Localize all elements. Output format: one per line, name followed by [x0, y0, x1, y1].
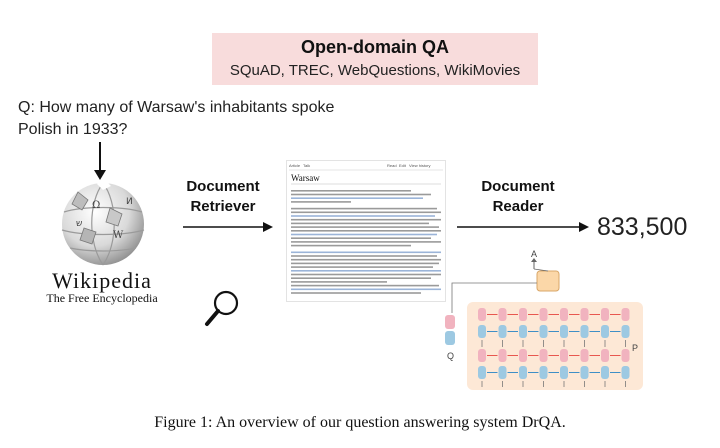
doc-text-line: [291, 233, 437, 236]
title-main: Open-domain QA: [301, 37, 449, 57]
passage-cell-blue: [621, 366, 630, 379]
doc-text-line: [291, 244, 411, 247]
passage-cell-blue: [519, 325, 527, 338]
title-box: Open-domain QA SQuAD, TREC, WebQuestions…: [212, 33, 538, 85]
doc-text-line: [291, 207, 437, 210]
title-datasets: SQuAD, TREC, WebQuestions, WikiMovies: [229, 62, 521, 79]
right-arrow-icon: [183, 222, 273, 232]
doc-title: Warsaw: [291, 173, 320, 183]
doc-text-line: [291, 222, 429, 225]
question-cell-pink: [445, 315, 455, 329]
passage-cell-pink: [621, 349, 630, 362]
passage-cell-blue: [478, 366, 486, 379]
doc-tab-article: Article: [289, 163, 301, 168]
doc-text-line: [291, 258, 441, 261]
doc-text-line: [291, 226, 439, 228]
doc-text-line: [291, 230, 441, 232]
wikipedia-wordmark: Wikipedia: [52, 268, 152, 293]
passage-cell-pink: [580, 349, 589, 362]
reader-model-diagram: A Q P: [445, 249, 643, 390]
doc-text-line: [291, 237, 431, 239]
passage-cell-blue: [498, 325, 507, 338]
document-retriever-label: Document Retriever: [168, 177, 278, 217]
doc-text-line: [291, 273, 441, 276]
retriever-line2: Retriever: [190, 198, 256, 215]
a-label: A: [531, 249, 537, 259]
right-arrow-icon: [457, 222, 589, 232]
doc-text-line: [291, 197, 423, 199]
doc-text-line: [291, 211, 441, 214]
passage-cell-blue: [478, 325, 486, 338]
passage-cell-pink: [519, 349, 527, 362]
doc-tab-talk: Talk: [303, 163, 310, 168]
reader-line1: Document: [481, 178, 555, 195]
passage-cell-pink: [539, 349, 548, 362]
doc-text-line: [291, 255, 437, 257]
passage-cell-pink: [560, 349, 568, 362]
answer-text: 833,500: [597, 213, 688, 241]
doc-text-line: [291, 218, 441, 221]
passage-cell-pink: [601, 308, 609, 321]
passage-cell-blue: [580, 325, 589, 338]
passage-cell-pink: [478, 349, 486, 362]
doc-text-line: [291, 251, 441, 254]
figure-caption: Figure 1: An overview of our question an…: [154, 414, 566, 431]
doc-text-line: [291, 193, 431, 196]
reader-line2: Reader: [492, 198, 544, 215]
passage-cell-pink: [498, 308, 507, 321]
svg-text:Ω: Ω: [92, 200, 100, 211]
passage-cells: [478, 308, 630, 387]
passage-cell-blue: [560, 366, 568, 379]
svg-text:И: И: [126, 197, 133, 207]
down-arrow-icon: [94, 142, 106, 180]
passage-cell-pink: [580, 308, 589, 321]
doc-action-history: View history: [409, 163, 431, 168]
doc-action-edit: Edit: [399, 163, 407, 168]
passage-cell-pink: [478, 308, 486, 321]
p-label: P: [632, 343, 638, 353]
doc-body-lines: [291, 190, 441, 294]
passage-cell-pink: [519, 308, 527, 321]
passage-cell-pink: [601, 349, 609, 362]
passage-cell-blue: [601, 366, 609, 379]
passage-cell-blue: [621, 325, 630, 338]
document-reader-label: Document Reader: [463, 177, 573, 217]
q-label: Q: [447, 351, 454, 361]
doc-text-line: [291, 281, 387, 283]
passage-cell-blue: [580, 366, 589, 379]
wikipedia-tagline: The Free Encyclopedia: [46, 291, 158, 305]
doc-action-read: Read: [387, 163, 397, 168]
passage-cell-pink: [621, 308, 630, 321]
globe-puzzle-icon: Ω W ש И: [61, 178, 145, 266]
retriever-line1: Document: [186, 178, 260, 195]
passage-cell-blue: [601, 325, 609, 338]
doc-text-line: [291, 288, 441, 291]
passage-cell-blue: [519, 366, 527, 379]
doc-text-line: [291, 190, 411, 192]
svg-text:ש: ש: [76, 219, 82, 229]
passage-cell-blue: [498, 366, 507, 379]
doc-text-line: [291, 241, 441, 243]
passage-cell-blue: [560, 325, 568, 338]
doc-text-line: [291, 215, 435, 217]
doc-text-line: [291, 262, 439, 265]
doc-text-line: [291, 284, 439, 287]
passage-cell-blue: [539, 366, 548, 379]
passage-cell-pink: [498, 349, 507, 362]
passage-cell-pink: [539, 308, 548, 321]
doc-text-line: [291, 266, 433, 268]
output-box: [536, 270, 560, 292]
doc-text-line: [291, 270, 441, 272]
question-text: Q: How many of Warsaw's inhabitants spok…: [18, 99, 335, 138]
passage-cell-blue: [539, 325, 548, 338]
doc-text-line: [291, 277, 431, 279]
question-cell-blue: [445, 331, 455, 345]
passage-cell-pink: [560, 308, 568, 321]
doc-text-line: [291, 292, 421, 294]
svg-text:W: W: [113, 230, 124, 241]
passage-encoder-bg: [467, 302, 643, 390]
doc-text-line: [291, 201, 351, 203]
magnifier-icon: [205, 290, 239, 326]
wikipedia-document: Article Talk Read Edit View history Wars…: [286, 160, 446, 302]
